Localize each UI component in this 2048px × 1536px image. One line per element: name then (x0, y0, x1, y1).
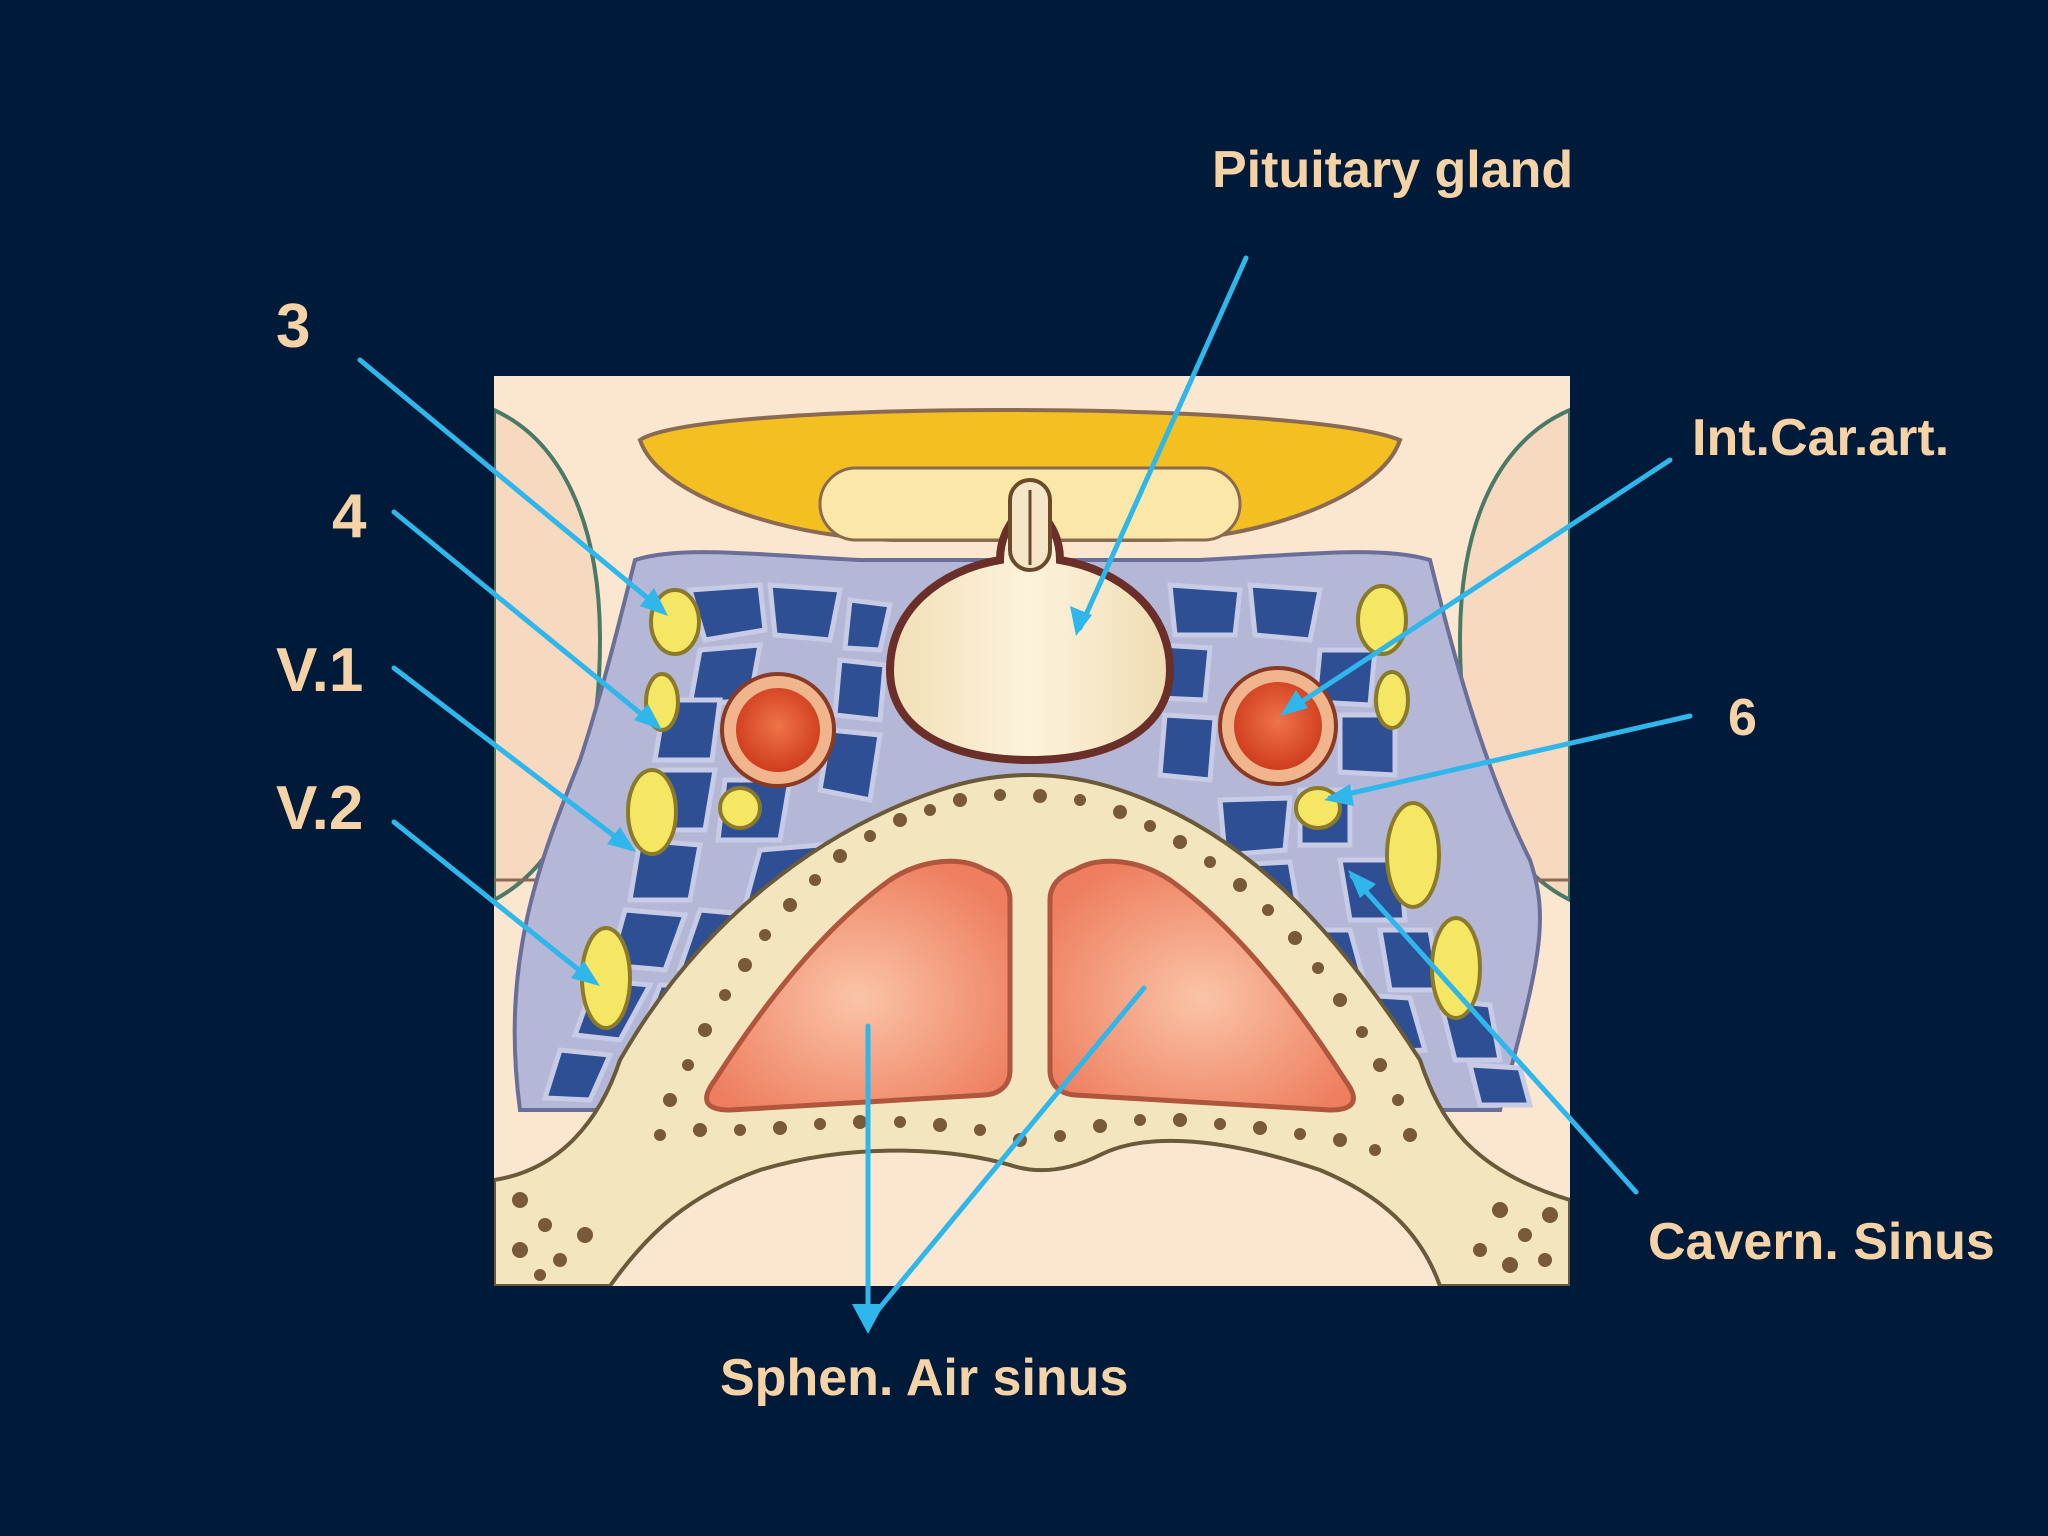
nerve-6-right (1294, 786, 1342, 830)
right-cranial-nerves (1294, 584, 1482, 1020)
label-pituitary-gland: Pituitary gland (1212, 141, 1574, 199)
right-sphenoid-air-sinus (1047, 858, 1356, 1113)
nerve-v1-right (1385, 801, 1441, 909)
label-cavern-sinus: Cavern. Sinus (1648, 1213, 1995, 1271)
illustration-panel (494, 376, 1570, 1286)
arrowhead-nerve-3 (640, 588, 668, 616)
arrowhead-sphen-air-sinus (852, 1304, 884, 1334)
arrowhead-cavern-sinus (1348, 870, 1376, 898)
left-sphenoid-air-sinus (704, 858, 1013, 1113)
label-nerve-3: 3 (276, 292, 311, 361)
arrowhead-nerve-v2 (571, 961, 600, 986)
nerve-v2-right (1430, 916, 1482, 1020)
left-internal-carotid-artery (720, 672, 836, 788)
label-nerve-4: 4 (332, 482, 367, 551)
label-nerve-6: 6 (1728, 689, 1757, 747)
pointer-int-car-art (1283, 457, 1673, 715)
nerve-v1-left (626, 768, 678, 856)
label-nerve-v1: V.1 (276, 636, 364, 705)
label-nerve-v2: V.2 (276, 774, 364, 843)
label-int-car-art: Int.Car.art. (1692, 409, 1950, 467)
arrowhead-nerve-v1 (607, 827, 636, 852)
pointer-sphen-air-sinus-right (865, 985, 1147, 1325)
label-sphen-air-sinus: Sphen. Air sinus (720, 1349, 1129, 1407)
arrowhead-nerve-4 (634, 704, 662, 730)
pointer-nerve-v1 (391, 665, 633, 851)
pointer-cavern-sinus (1349, 873, 1639, 1195)
pointer-nerve-v2 (391, 819, 597, 985)
bone-trabeculae (512, 789, 1558, 1281)
pointer-nerve-6 (1327, 713, 1693, 801)
nerve-4-right (1374, 670, 1410, 730)
pointer-nerve-4 (391, 509, 659, 729)
pointer-nerve-3 (357, 357, 665, 613)
nerve-3-right (1356, 584, 1408, 656)
right-internal-carotid-artery (1218, 666, 1338, 786)
arrowhead-int-car-art (1280, 690, 1308, 716)
sphenoid-bone (494, 773, 1570, 1286)
pointer-lines (357, 255, 1693, 1325)
nerve-6-left (718, 786, 762, 830)
pointer-pituitary-gland (1077, 255, 1249, 631)
pointer-arrowheads (571, 588, 1376, 1334)
arrowhead-pituitary-gland (1070, 606, 1092, 636)
arrowhead-nerve-6 (1324, 784, 1354, 806)
